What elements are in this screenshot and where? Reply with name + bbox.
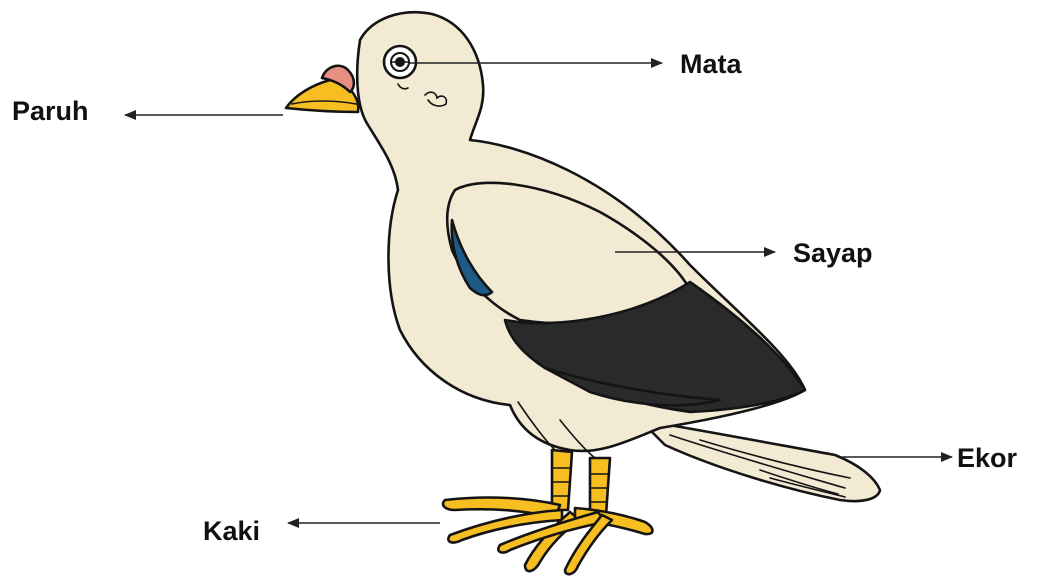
label-ekor: Ekor [957,443,1018,473]
right-leg [590,458,610,515]
tail [640,420,880,501]
label-sayap: Sayap [793,238,873,268]
pigeon-illustration [286,12,880,574]
label-mata: Mata [680,49,742,79]
left-leg [552,450,572,510]
label-kaki: Kaki [203,516,260,546]
feet [443,498,652,575]
label-paruh: Paruh [12,96,89,126]
